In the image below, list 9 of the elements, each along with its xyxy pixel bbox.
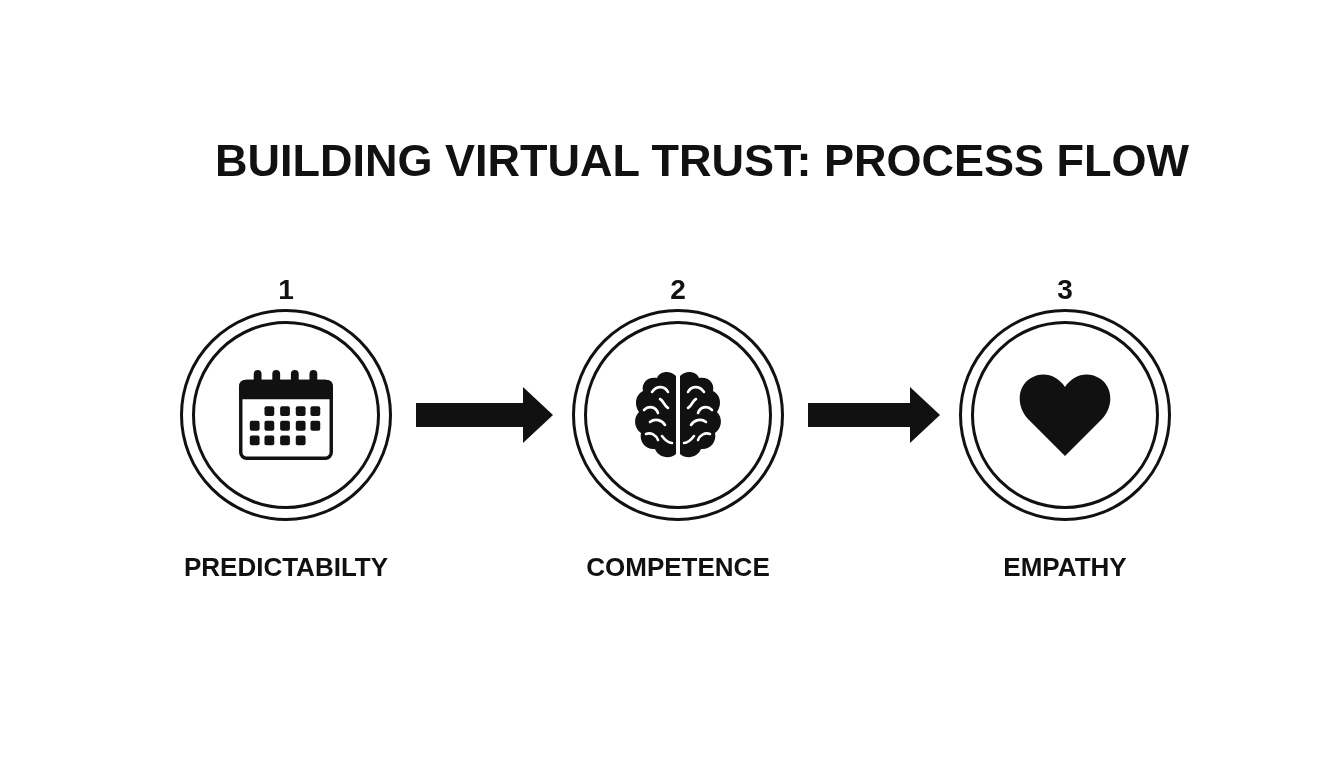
step-label: COMPETENCE	[586, 552, 770, 582]
step-number: 1	[278, 274, 294, 306]
block-arrow	[416, 387, 553, 443]
step-number: 2	[670, 274, 686, 306]
step-number: 3	[1057, 274, 1073, 306]
diagram-title: BUILDING VIRTUAL TRUST: PROCESS FLOW	[214, 134, 1190, 188]
step-label: PREDICTABILTY	[183, 552, 389, 582]
block-arrow	[808, 387, 940, 443]
step-label: EMPATHY	[1003, 552, 1127, 582]
